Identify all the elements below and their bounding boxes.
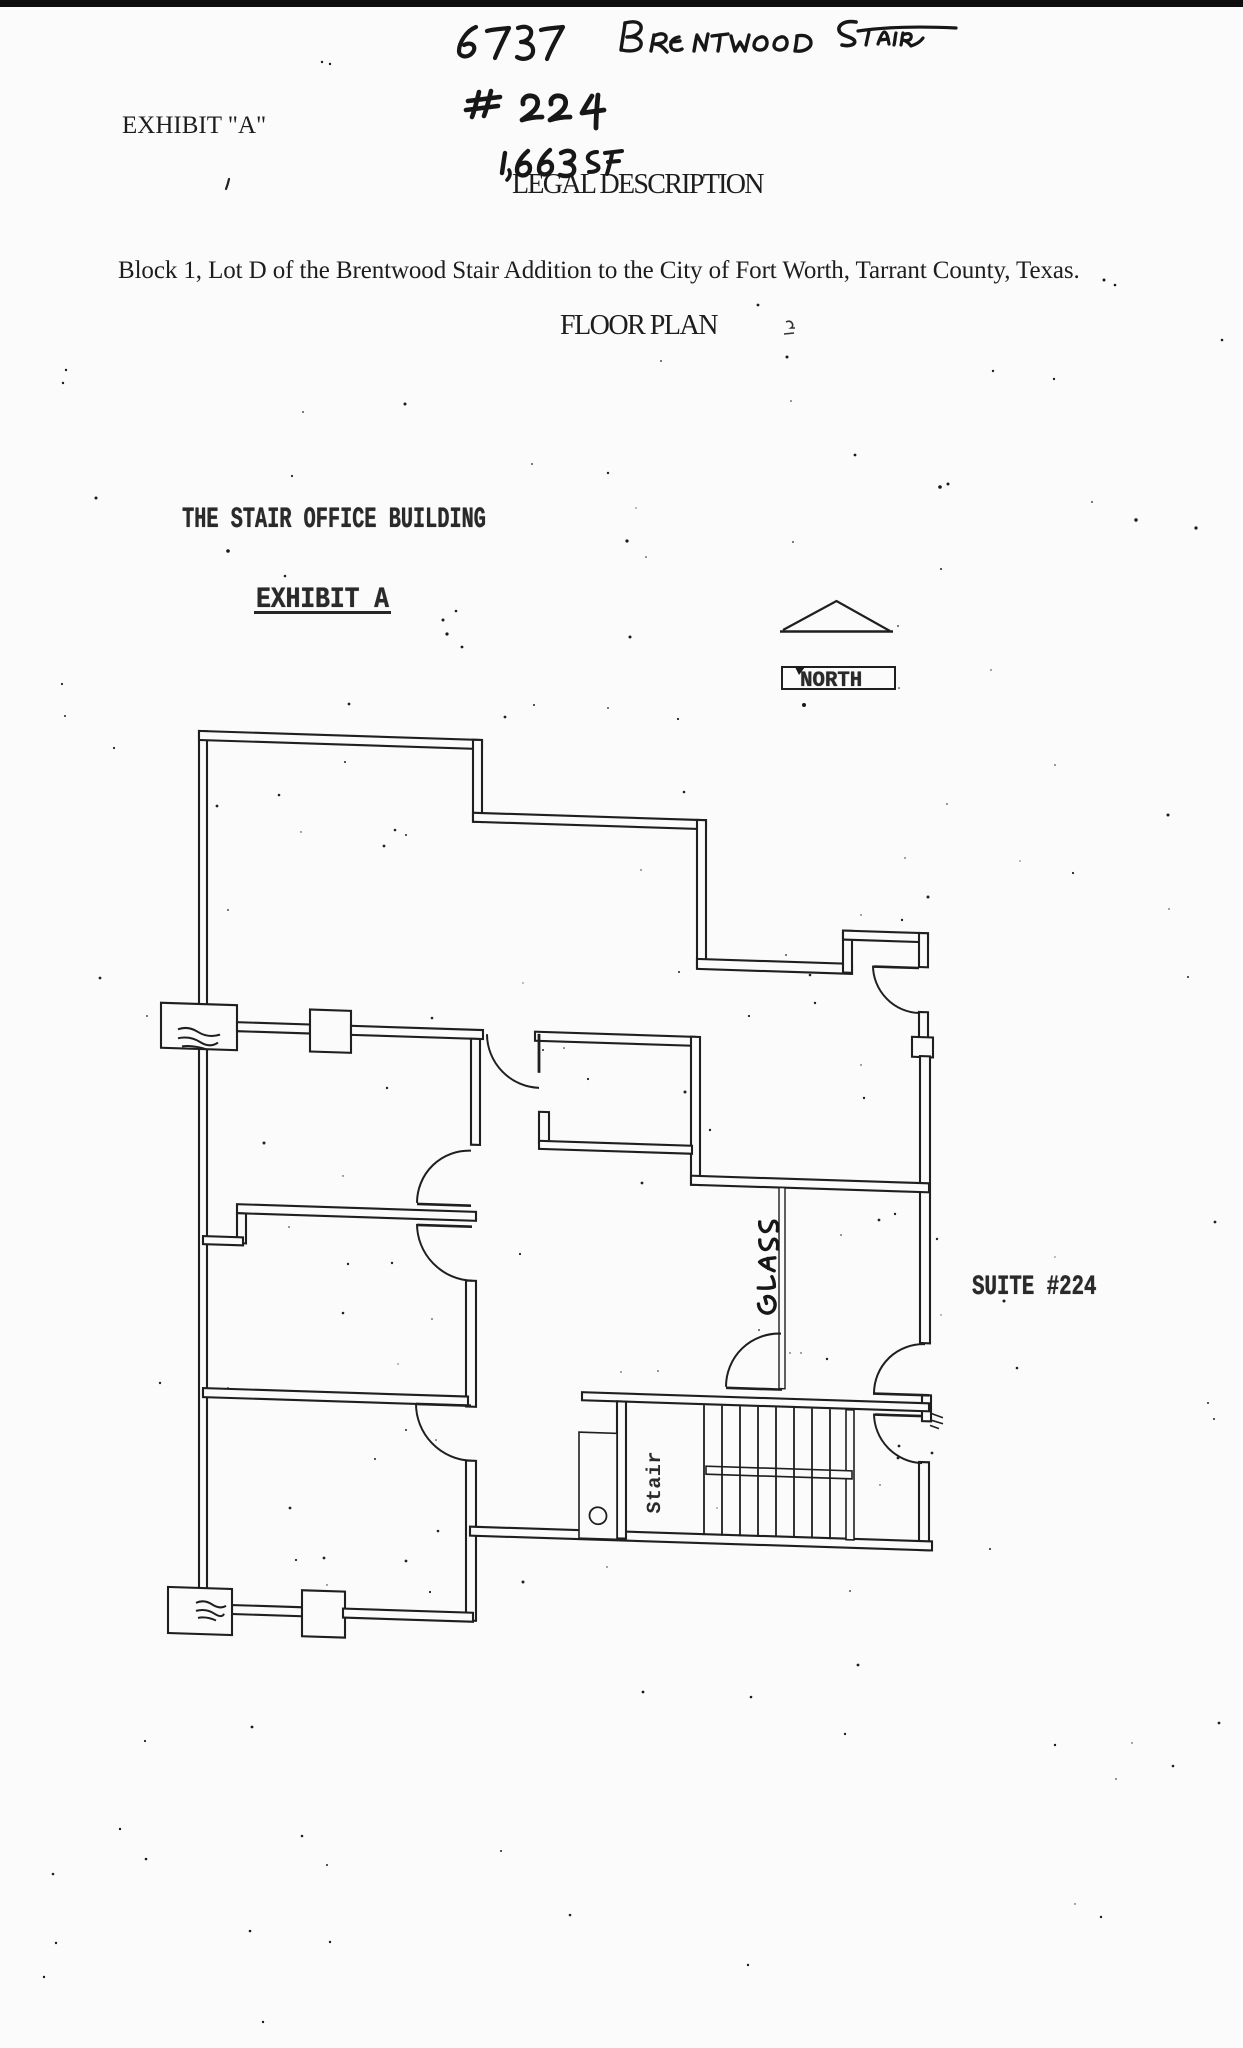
svg-text:Stair: Stair [644, 1451, 667, 1514]
